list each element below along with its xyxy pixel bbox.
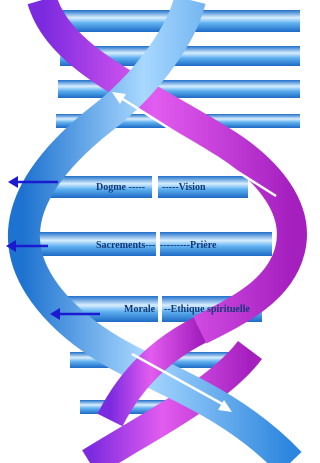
inner-arrow-upper-head — [112, 92, 126, 104]
label-vision: -----Vision — [162, 182, 206, 193]
magenta-strand-front-crossing — [97, 317, 207, 427]
arrow-sacrements-head — [6, 240, 16, 252]
rung-bar-sacrements-left — [40, 232, 156, 256]
rung-bar-vision-right — [158, 176, 248, 198]
inner-arrows — [112, 92, 277, 412]
rung-bar-priere-right — [160, 232, 272, 256]
label-morale: Morale — [124, 304, 156, 315]
arrow-morale-head — [50, 308, 60, 320]
rung-labels: Dogme ----- -----Vision Sacrements--- --… — [96, 182, 250, 315]
label-sacrements: Sacrements--- — [96, 240, 155, 251]
label-priere: ---------Prière — [160, 240, 217, 251]
left-arrows — [6, 176, 100, 320]
magenta-strand-upper — [27, 0, 307, 344]
blue-strand-upper — [7, 0, 302, 463]
blue-strand — [7, 0, 302, 463]
inner-arrow-lower-head — [218, 400, 232, 412]
label-dogme: Dogme ----- — [96, 182, 145, 193]
inner-arrow-lower-line — [131, 352, 227, 408]
inner-arrow-upper-line — [117, 94, 277, 198]
label-ethique: --Ethique spirituelle — [164, 304, 250, 315]
arrow-dogme-head — [8, 176, 18, 188]
rung-bar-dogme-left — [48, 176, 152, 198]
